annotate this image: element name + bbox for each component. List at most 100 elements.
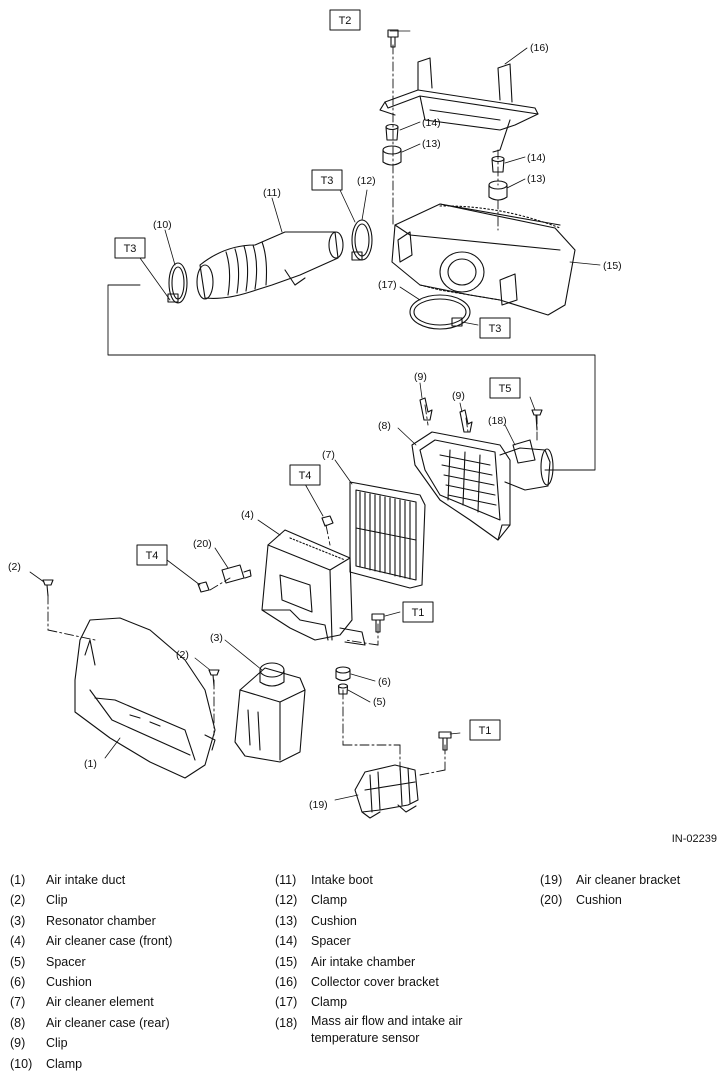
callout-17: (17) xyxy=(378,279,397,291)
spacer-14-b xyxy=(491,155,505,173)
legend-name: Intake boot xyxy=(311,873,373,887)
spacer-14-a xyxy=(385,123,399,141)
torque-label-t4: T4 xyxy=(299,470,312,482)
callout-15: (15) xyxy=(603,260,622,272)
callout-18: (18) xyxy=(488,415,507,427)
legend-name: Air cleaner case (front) xyxy=(46,934,173,949)
callout-9: (9) xyxy=(414,371,427,383)
air-intake-chamber xyxy=(391,203,576,316)
torque-label-t3: T3 xyxy=(321,175,334,187)
torque-boxes xyxy=(114,9,521,741)
bolt-t1-lower xyxy=(438,731,452,751)
callout-11: (11) xyxy=(263,187,281,199)
legend-number: (15) xyxy=(275,954,298,969)
legend-name: Air cleaner element xyxy=(46,995,154,1010)
cushion-13-b xyxy=(488,180,508,201)
clip-2-a xyxy=(42,579,54,597)
air-cleaner-bracket xyxy=(354,764,419,819)
legend-name: Clip xyxy=(46,1036,68,1051)
legend-number: (1) xyxy=(10,873,26,887)
legend-name: Clamp xyxy=(311,893,348,908)
legend-number: (20) xyxy=(540,893,563,908)
air-cleaner-element xyxy=(349,481,426,589)
collector-cover-bracket xyxy=(379,57,539,153)
legend-item: (15) Air intake chamber xyxy=(275,952,511,972)
legend-name: Air cleaner bracket xyxy=(576,873,681,887)
legend-item: (20)Cushion xyxy=(540,890,680,910)
legend-name: Air cleaner case (rear) xyxy=(46,1015,170,1030)
callout-14: (14) xyxy=(422,117,441,129)
legend-name: Air intake duct xyxy=(46,873,126,887)
legend-number: (16) xyxy=(275,975,298,990)
legend-item: (9) Clip xyxy=(10,1033,172,1053)
legend-item: (6)Cushion xyxy=(10,972,172,992)
cushion-6 xyxy=(335,666,351,682)
legend-number: (19) xyxy=(540,873,563,887)
legend-name: Clamp xyxy=(311,995,348,1010)
legend-number: (9) xyxy=(10,1036,26,1051)
torque-label-texts: T2 T3 T3 T3 T5 T4 T4 T1 T1 xyxy=(124,15,512,737)
legend-number: (2) xyxy=(10,893,26,908)
bolt-t1-upper xyxy=(371,613,385,633)
cushion-13-a xyxy=(382,145,402,166)
screw-t5 xyxy=(531,409,543,431)
legend-number: (5) xyxy=(10,954,26,969)
callout-5: (5) xyxy=(373,696,386,708)
resonator-chamber xyxy=(234,662,306,763)
legend-name: Clamp xyxy=(46,1056,83,1071)
callout-6: (6) xyxy=(378,676,391,688)
air-cleaner-case-front xyxy=(261,529,366,646)
callout-8: (8) xyxy=(378,420,391,432)
legend-number: (3) xyxy=(10,913,26,928)
legend-item: (13)Cushion xyxy=(275,911,511,931)
callout-2: (2) xyxy=(176,649,189,661)
legend-number: (4) xyxy=(10,934,26,949)
cushion-20 xyxy=(221,564,252,584)
legend-name: Air intake chamber xyxy=(311,954,416,969)
legend-item: (3) Resonator chamber xyxy=(10,911,172,931)
callout-3: (3) xyxy=(210,632,223,644)
nut-t4-top xyxy=(321,515,334,527)
callout-2: (2) xyxy=(8,561,21,573)
legend-number: (13) xyxy=(275,913,298,928)
callout-14: (14) xyxy=(527,152,546,164)
callout-13: (13) xyxy=(422,138,441,150)
torque-label-t1: T1 xyxy=(479,725,492,737)
clamp-12 xyxy=(351,219,373,261)
callout-9: (9) xyxy=(452,390,465,402)
callout-13: (13) xyxy=(527,173,546,185)
connection-line xyxy=(107,284,596,471)
legend-item: (8)Air cleaner case (rear) xyxy=(10,1013,172,1033)
legend-name: Resonator chamber xyxy=(46,913,156,928)
legend-item: (10) Clamp xyxy=(10,1054,172,1074)
exploded-parts-diagram: T2 T3 T3 T3 T5 T4 T4 T1 T1 (16) (14) (13… xyxy=(8,9,622,819)
legend-item: (16)Collector cover bracket xyxy=(275,972,511,992)
bolt-t2 xyxy=(387,29,399,48)
legend-item: (2)Clip xyxy=(10,890,172,910)
torque-label-t5: T5 xyxy=(499,383,512,395)
nut-t4-left xyxy=(197,581,210,593)
part-callouts: (16) (14) (13) (14) (13) (11) (12) (10) … xyxy=(8,42,622,811)
legend-number: (7) xyxy=(10,995,26,1010)
legend-item: (7) Air cleaner element xyxy=(10,992,172,1012)
legend-number: (14) xyxy=(275,934,298,949)
legend-name: Spacer xyxy=(46,954,86,969)
legend-name: Cushion xyxy=(46,975,92,990)
clip-2-b xyxy=(208,669,220,687)
legend-column-3: (19) Air cleaner bracket (20)Cushion xyxy=(540,870,680,911)
torque-label-t4: T4 xyxy=(146,550,159,562)
callout-10: (10) xyxy=(153,219,172,231)
figure-id: IN-02239 xyxy=(671,833,717,845)
air-intake-duct xyxy=(74,617,216,779)
leader-lines xyxy=(29,30,601,801)
spacer-5 xyxy=(337,683,349,695)
intake-boot xyxy=(196,231,344,300)
torque-label-t1: T1 xyxy=(412,607,425,619)
legend-number: (10) xyxy=(10,1056,33,1071)
clamp-17 xyxy=(409,294,471,330)
legend-item: (17)Clamp xyxy=(275,992,511,1012)
legend-item: (18)Mass air flow and intake air tempera… xyxy=(275,1013,511,1050)
torque-label-t3: T3 xyxy=(124,243,137,255)
callout-19: (19) xyxy=(309,799,328,811)
clip-9-a xyxy=(419,397,433,421)
